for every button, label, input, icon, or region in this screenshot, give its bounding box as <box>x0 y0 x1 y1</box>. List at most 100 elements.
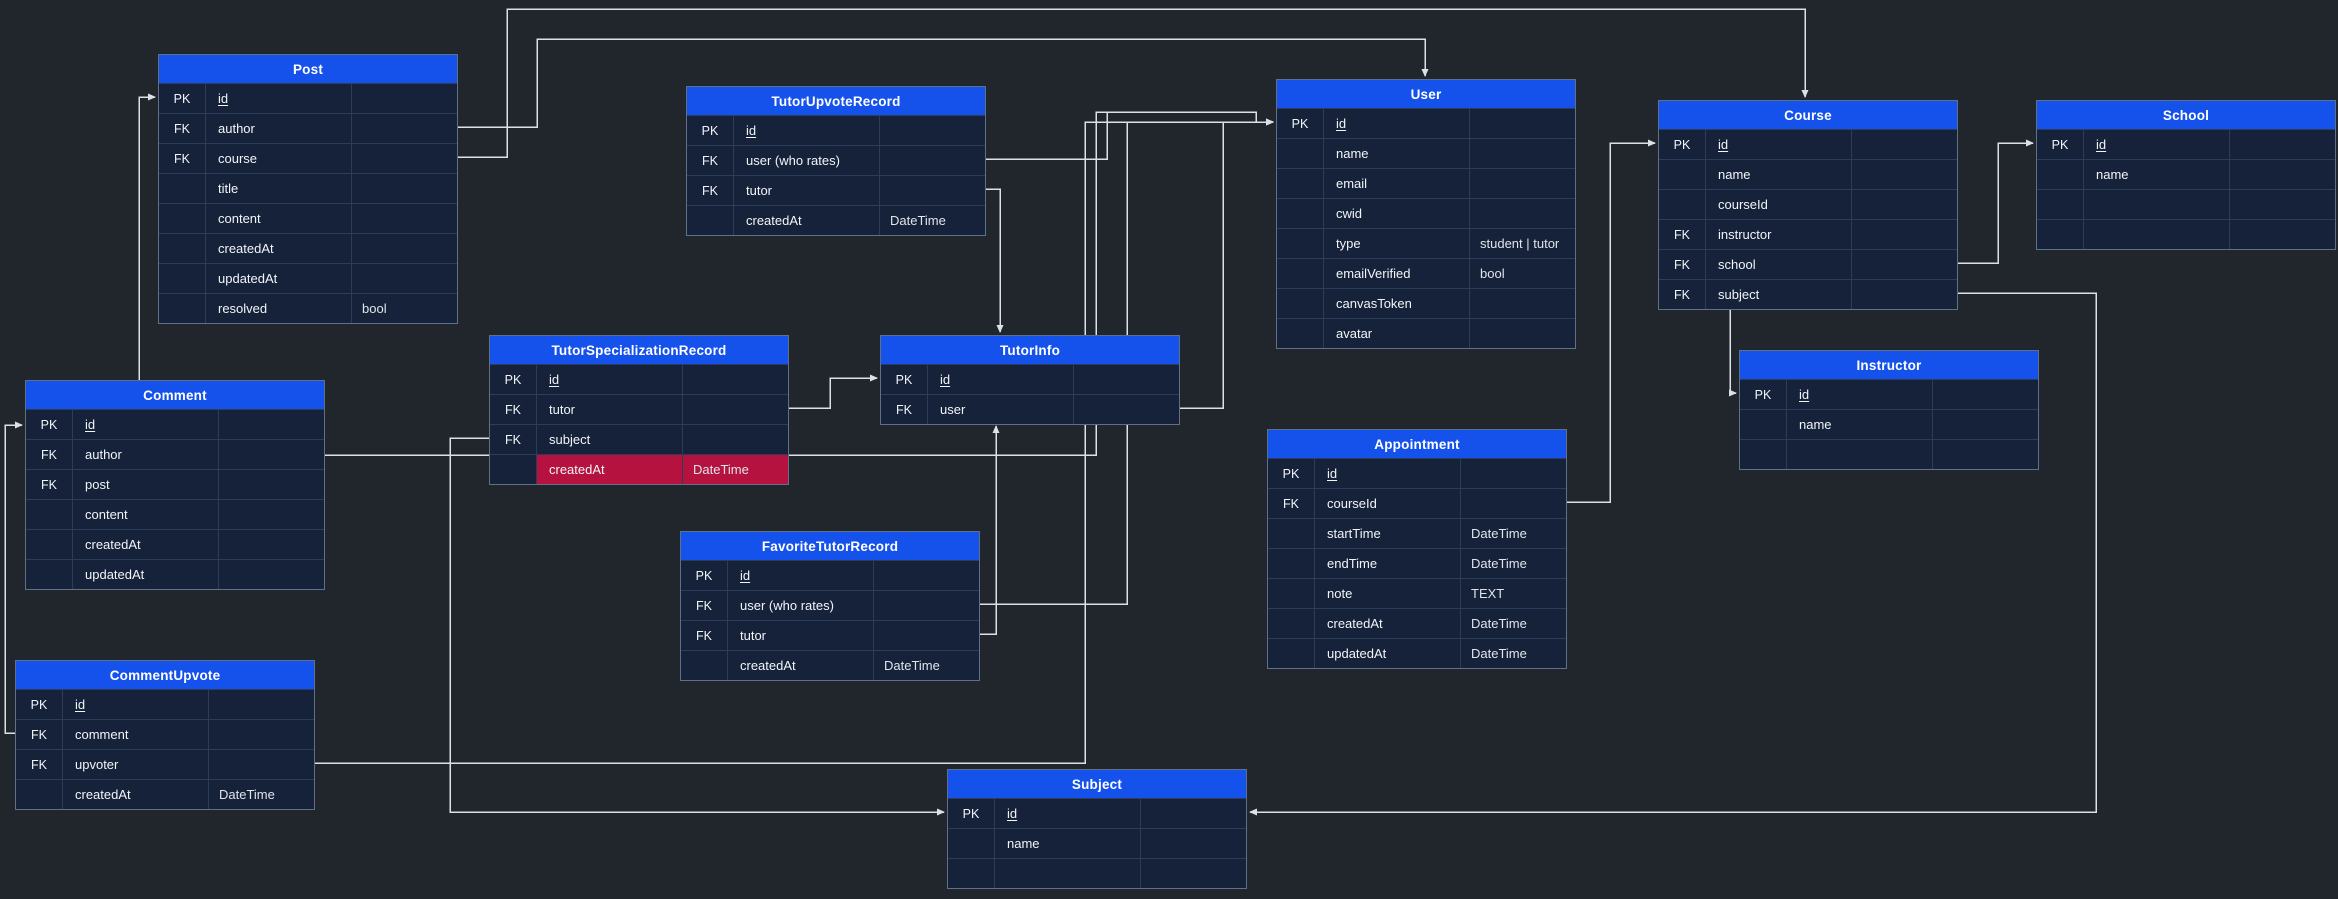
field-row-name[interactable]: name <box>948 828 1246 858</box>
field-row-title[interactable]: title <box>159 173 457 203</box>
field-row-name[interactable]: name <box>1277 138 1575 168</box>
field-row-avatar[interactable]: avatar <box>1277 318 1575 348</box>
field-name: type <box>1323 229 1469 258</box>
table-title-School[interactable]: School <box>2037 101 2335 129</box>
key-badge <box>16 780 62 809</box>
table-title-FavoriteTutorRecord[interactable]: FavoriteTutorRecord <box>681 532 979 560</box>
table-title-User[interactable]: User <box>1277 80 1575 108</box>
field-row-empty[interactable] <box>1740 439 2038 469</box>
field-row-name[interactable]: name <box>1740 409 2038 439</box>
field-row-name[interactable]: name <box>1659 159 1957 189</box>
field-type <box>1851 190 1957 219</box>
key-badge <box>1277 289 1323 318</box>
field-row-name[interactable]: name <box>2037 159 2335 189</box>
key-badge <box>1277 319 1323 348</box>
table-title-Course[interactable]: Course <box>1659 101 1957 129</box>
table-title-CommentUpvote[interactable]: CommentUpvote <box>16 661 314 689</box>
table-title-Post[interactable]: Post <box>159 55 457 83</box>
table-title-TutorInfo[interactable]: TutorInfo <box>881 336 1179 364</box>
field-row-empty[interactable] <box>2037 219 2335 249</box>
table-title-Subject[interactable]: Subject <box>948 770 1246 798</box>
field-name: id <box>727 561 873 590</box>
field-name: user (who rates) <box>733 146 879 175</box>
field-row-email[interactable]: email <box>1277 168 1575 198</box>
field-row-updatedAt[interactable]: updatedAt <box>159 263 457 293</box>
field-row-createdAt[interactable]: createdAt <box>159 233 457 263</box>
field-row-cwid[interactable]: cwid <box>1277 198 1575 228</box>
table-title-Appointment[interactable]: Appointment <box>1268 430 1566 458</box>
field-row-courseId[interactable]: courseId <box>1659 189 1957 219</box>
field-row-updatedAt[interactable]: updatedAt <box>26 559 324 589</box>
field-type <box>351 144 457 173</box>
field-row-createdAt[interactable]: createdAt <box>26 529 324 559</box>
field-row-empty[interactable] <box>948 858 1246 888</box>
table-title-TutorUpvoteRecord[interactable]: TutorUpvoteRecord <box>687 87 985 115</box>
field-row-canvasToken[interactable]: canvasToken <box>1277 288 1575 318</box>
field-row-content[interactable]: content <box>159 203 457 233</box>
table-title-Comment[interactable]: Comment <box>26 381 324 409</box>
field-row-empty[interactable] <box>2037 189 2335 219</box>
table-title-Instructor[interactable]: Instructor <box>1740 351 2038 379</box>
table-title-TutorSpecializationRecord[interactable]: TutorSpecializationRecord <box>490 336 788 364</box>
field-row-content[interactable]: content <box>26 499 324 529</box>
field-name: name <box>1705 160 1851 189</box>
field-type <box>351 234 457 263</box>
